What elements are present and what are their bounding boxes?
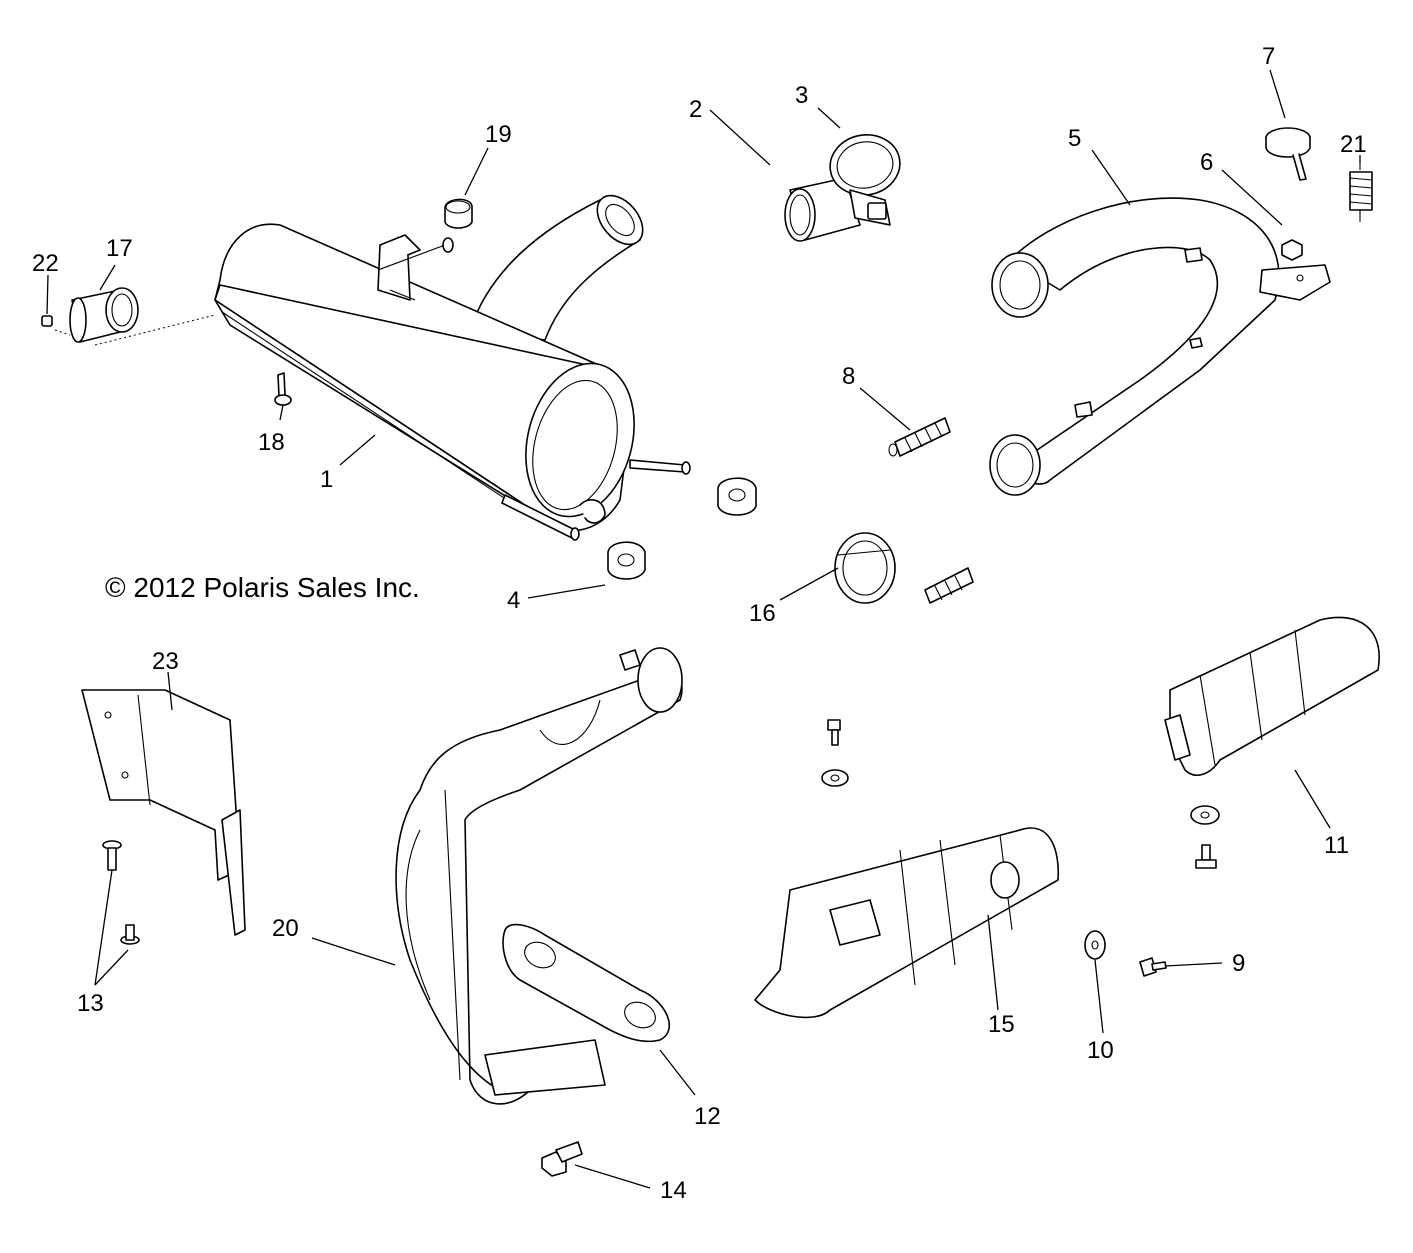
nut-part-19 <box>444 198 473 229</box>
bolt-part-14 <box>541 1141 583 1177</box>
callout-labels: 1 2 3 4 5 6 7 8 9 10 11 12 13 14 15 16 1… <box>32 43 1367 1204</box>
spring-part-8 <box>888 417 951 457</box>
bolt-upper-left <box>827 719 841 746</box>
nut-part-6 <box>1281 239 1303 261</box>
callout-19: 19 <box>485 121 512 148</box>
callout-22: 22 <box>32 250 59 277</box>
sleeve-part-17 <box>69 287 139 343</box>
callout-1: 1 <box>320 466 333 493</box>
callout-17: 17 <box>106 235 133 262</box>
callout-7: 7 <box>1262 43 1275 70</box>
callout-10: 10 <box>1087 1037 1114 1064</box>
bracket-part-23 <box>81 689 246 936</box>
callout-20: 20 <box>272 915 299 942</box>
callout-21: 21 <box>1340 131 1367 158</box>
washer-upper-right <box>1190 805 1220 825</box>
callout-15: 15 <box>988 1011 1015 1038</box>
heat-shield-part-11 <box>1164 616 1380 776</box>
clamp-part-3 <box>829 134 901 226</box>
bolt-part-9 <box>1139 957 1167 977</box>
grommet-part-4 <box>607 541 646 580</box>
callout-13: 13 <box>77 990 104 1017</box>
gasket-part-12 <box>502 923 671 1043</box>
muffler-part-1 <box>214 194 691 541</box>
callout-8: 8 <box>842 363 855 390</box>
gasket-ring-part-16 <box>834 532 896 604</box>
washer-upper-left <box>821 769 849 787</box>
leader-lines <box>46 69 1361 1189</box>
heat-shield-part-15 <box>754 827 1060 1019</box>
callout-11: 11 <box>1324 832 1349 859</box>
callout-12: 12 <box>694 1103 721 1130</box>
sleeve-part-2 <box>784 177 861 242</box>
screw-part-13-b <box>120 924 140 945</box>
callout-6: 6 <box>1200 149 1213 176</box>
spring-part-21 <box>1349 160 1373 222</box>
callout-23: 23 <box>152 648 179 675</box>
washer-part-10 <box>1084 930 1106 960</box>
callout-5: 5 <box>1068 125 1081 152</box>
callout-18: 18 <box>258 429 285 456</box>
screw-part-13-a <box>102 840 122 871</box>
callout-16: 16 <box>749 600 776 627</box>
bumper-part-7 <box>1265 127 1311 181</box>
nut-part-22 <box>41 315 53 327</box>
pipe-part-5 <box>989 197 1331 496</box>
callout-4: 4 <box>507 587 520 614</box>
grommet-duplicate <box>717 477 757 516</box>
callout-3: 3 <box>795 82 808 109</box>
bolt-upper-right <box>1195 844 1217 869</box>
callout-9: 9 <box>1232 950 1245 977</box>
header-pipe-part-20 <box>395 647 683 1105</box>
callout-14: 14 <box>660 1177 687 1204</box>
callout-2: 2 <box>689 96 702 123</box>
screw-part-18 <box>274 372 292 406</box>
copyright-notice: © 2012 Polaris Sales Inc. <box>105 572 420 603</box>
spring-duplicate <box>924 567 974 604</box>
